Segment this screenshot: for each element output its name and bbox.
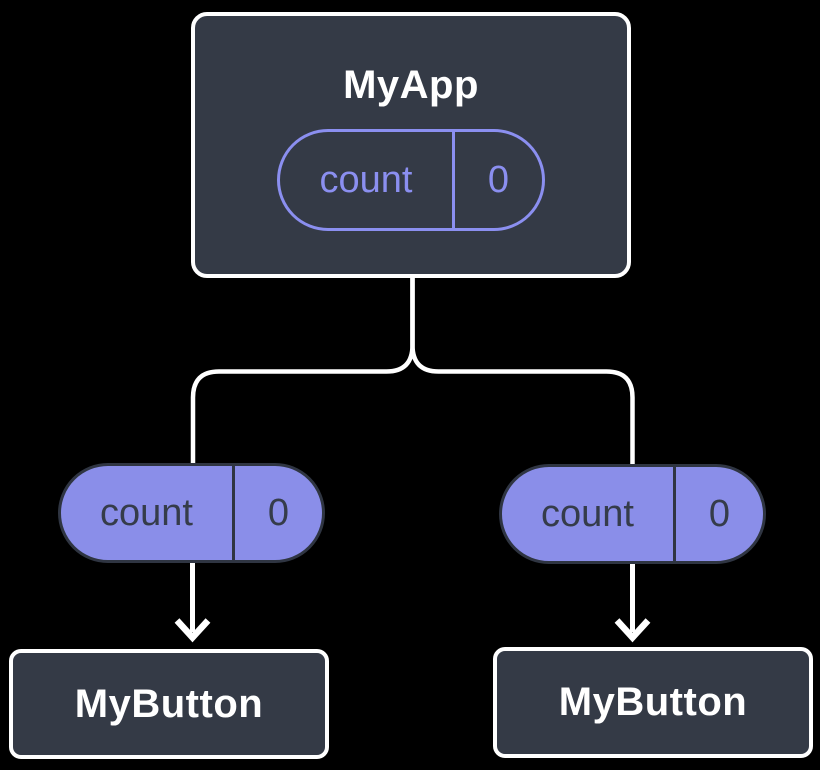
pill-divider (232, 466, 235, 560)
node-mybutton-left: MyButton (9, 649, 329, 759)
node-mybutton-left-label: MyButton (74, 681, 264, 726)
state-pill-root: count 0 (277, 129, 545, 231)
arrowhead-down-icon (174, 618, 211, 643)
pill-divider (673, 467, 676, 561)
pill-divider (452, 132, 455, 228)
left-arrow (174, 561, 211, 643)
node-mybutton-right-label: MyButton (558, 680, 748, 724)
prop-value: 0 (267, 491, 290, 534)
node-myapp-label: MyApp (343, 63, 479, 107)
prop-value: 0 (708, 492, 731, 535)
connector-right-branch (410, 277, 635, 466)
prop-pill-left: count 0 (58, 463, 325, 563)
state-value: 0 (487, 158, 510, 201)
node-myapp: MyApp count 0 (191, 12, 631, 278)
state-key: count (319, 158, 413, 201)
arrowhead-down-icon (614, 618, 651, 643)
prop-pill-right: count 0 (499, 464, 766, 564)
prop-key: count (541, 492, 634, 535)
connector-left-branch (190, 277, 415, 466)
node-mybutton-right: MyButton (493, 647, 813, 758)
prop-key: count (100, 491, 193, 534)
right-arrow (614, 561, 651, 643)
